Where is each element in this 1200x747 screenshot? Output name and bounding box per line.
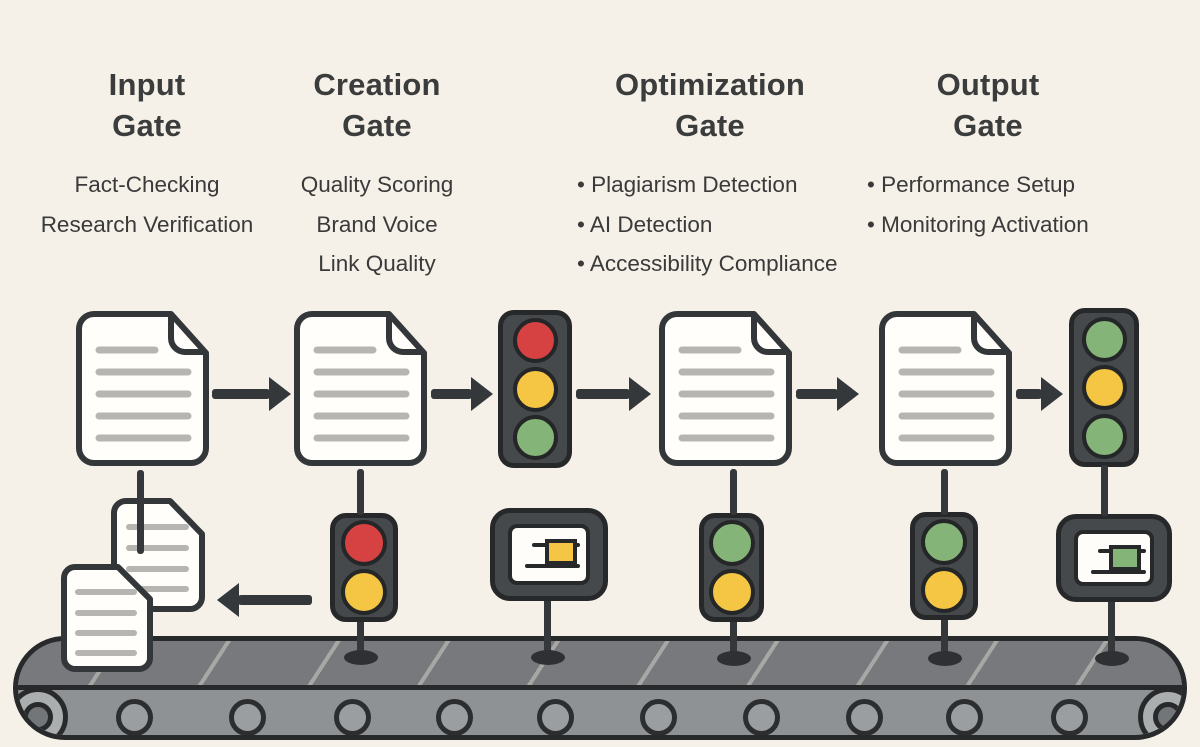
red-light [512,318,558,364]
yellow-light [341,568,387,615]
gate-title-line: Input [108,67,186,102]
gate-item: Quality Scoring [300,172,454,197]
yellow-light [921,567,967,613]
roller-icon [116,699,153,735]
gate-item: • Accessibility Compliance [577,251,838,276]
gate-item: • Plagiarism Detection [577,172,798,197]
gate-title: Optimization Gate [550,64,870,146]
gauge-fill [545,539,577,565]
gate-item: • AI Detection [577,211,713,237]
gate-checklist: • Performance Setup • Monitoring Activat… [840,165,1136,244]
gate-item: Fact-Checking [74,172,220,197]
roller-icon [1051,699,1088,735]
end-roller-icon [18,687,68,735]
green-light [921,519,967,565]
gate-title: Output Gate [840,64,1136,146]
progress-gauge-icon [490,508,608,601]
green-light [512,414,558,460]
roller-icon [640,699,677,735]
progress-gauge-icon [1056,514,1172,602]
roller-icon [846,699,883,735]
connector-line [137,470,144,554]
gate-title-line: Optimization [614,67,806,102]
gate-title: Creation Gate [245,64,509,146]
gauge-track [1091,570,1146,574]
gate-item: • Monitoring Activation [867,211,1089,237]
traffic-light-icon [699,513,764,622]
connector-line [941,469,948,515]
gauge-fill [1109,545,1141,571]
pole [941,617,948,660]
gate-item: Link Quality [318,251,436,276]
document-icon [659,311,792,466]
green-light [1081,413,1127,459]
document-icon [76,311,209,466]
traffic-light-icon [1069,308,1139,467]
gate-title-line: Gate [112,108,182,143]
green-light [708,520,755,567]
gate-item: • Performance Setup [867,172,1075,197]
gate-item: Research Verification [40,211,254,237]
traffic-light-icon [498,310,572,468]
conveyor-surface [18,641,1182,690]
gate-title-line: Gate [342,108,412,143]
pole-foot [717,651,751,666]
roller-icon [229,699,266,735]
green-light [1081,316,1127,362]
red-light [341,520,387,567]
gate-title-line: Creation [313,67,441,102]
connector-line [730,469,737,515]
pole-foot [928,651,962,666]
gate-column-input: Input Gate Fact-Checking Research Verifi… [15,64,279,244]
gate-title-line: Gate [953,108,1023,143]
connector-line [1101,465,1108,516]
arrow-right-icon [796,377,859,411]
gauge-screen [508,524,590,585]
arrow-right-icon [576,377,651,411]
pole [1108,598,1115,658]
traffic-light-icon [910,512,978,620]
pole [544,598,551,658]
pole [357,618,364,660]
gate-column-creation: Creation Gate Quality Scoring Brand Voic… [245,64,509,284]
conveyor-belt-icon [13,636,1187,740]
yellow-light [512,366,558,412]
gate-column-output: Output Gate • Performance Setup • Monito… [840,64,1136,244]
gate-title: Input Gate [15,64,279,146]
roller-icon [946,699,983,735]
roller-icon [334,699,371,735]
gauge-track [525,564,580,568]
gate-column-optimization: Optimization Gate • Plagiarism Detection… [550,64,870,284]
gate-title-line: Gate [675,108,745,143]
traffic-light-icon [330,513,398,622]
document-icon [879,311,1012,466]
roller-icon [537,699,574,735]
yellow-light [1081,365,1127,410]
pole [730,618,737,660]
gate-title-line: Output [936,67,1040,102]
document-icon [294,311,427,466]
arrow-right-icon [212,377,291,411]
gate-checklist: • Plagiarism Detection • AI Detection • … [550,165,870,284]
arrow-left-icon [217,583,312,617]
connector-line [357,469,364,515]
gate-checklist: Fact-Checking Research Verification [15,165,279,244]
arrow-right-icon [431,377,493,411]
roller-icon [743,699,780,735]
gate-checklist: Quality Scoring Brand Voice Link Quality [245,165,509,284]
gauge-screen [1074,530,1154,586]
pole-foot [531,650,565,665]
arrow-right-icon [1016,377,1063,411]
end-roller-icon [1138,687,1182,735]
pole-foot [1095,651,1129,666]
document-stack-icon [61,564,153,672]
roller-icon [436,699,473,735]
pole-foot [344,650,378,665]
yellow-light [708,568,755,615]
gate-item: Brand Voice [316,211,438,237]
